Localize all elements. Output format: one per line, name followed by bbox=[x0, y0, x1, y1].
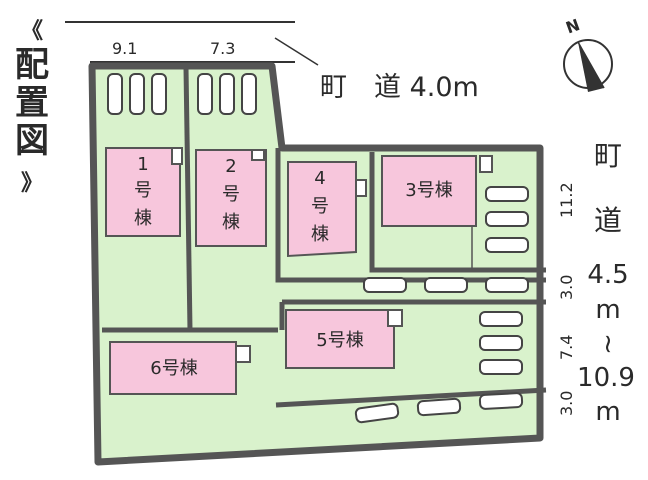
building-1-line1: 1 bbox=[137, 154, 148, 175]
east-dimensions: 11.2 3.0 7.4 3.0 bbox=[557, 182, 576, 416]
east-dim-3: 7.4 bbox=[557, 335, 576, 360]
east-road-char-1: 町 bbox=[594, 139, 622, 172]
building-5-label: 5号棟 bbox=[316, 330, 363, 351]
parking-middle-row bbox=[363, 277, 529, 293]
building-5 bbox=[285, 309, 395, 369]
building-2 bbox=[195, 149, 267, 247]
parking-right-lower bbox=[479, 311, 523, 375]
building-labels: 1 号 棟 2 号 棟 3号棟 4 号 棟 5号棟 6号棟 bbox=[134, 154, 453, 379]
east-road-width-4: 10.9 bbox=[577, 363, 635, 393]
top-dim-1: 9.1 bbox=[112, 39, 137, 58]
parking-top-left bbox=[107, 73, 257, 115]
building-2-line2: 号 bbox=[222, 184, 240, 205]
north-label: N bbox=[563, 15, 582, 37]
building-4-line2: 号 bbox=[311, 196, 329, 217]
building-2-line3: 棟 bbox=[222, 212, 240, 233]
building-1 bbox=[105, 147, 181, 237]
building-4-line3: 棟 bbox=[311, 224, 329, 245]
east-road: 町 道 4.5 m ~ 10.9 m bbox=[577, 139, 635, 427]
north-arrow-icon: N bbox=[563, 15, 613, 92]
buildings bbox=[105, 147, 493, 395]
top-road-label: 町 道 4.0m bbox=[320, 72, 479, 103]
east-road-width-2: m bbox=[595, 295, 620, 325]
top-dim-2: 7.3 bbox=[210, 39, 235, 58]
building-6 bbox=[109, 341, 237, 395]
page-title: 《配置図》 bbox=[15, 18, 49, 196]
building-2-line1: 2 bbox=[225, 156, 236, 177]
building-3-label: 3号棟 bbox=[405, 180, 452, 201]
lot-dividers bbox=[102, 67, 547, 408]
parking-right-upper bbox=[485, 186, 529, 253]
building-1-line2: 号 bbox=[134, 180, 152, 201]
top-road: 9.1 7.3 町 道 4.0m bbox=[65, 21, 479, 103]
east-road-width-3: ~ bbox=[593, 333, 623, 355]
east-dim-4: 3.0 bbox=[557, 391, 576, 416]
title-group: 《配置図》 bbox=[15, 18, 49, 196]
east-dim-1: 11.2 bbox=[557, 182, 576, 218]
east-road-width-5: m bbox=[595, 397, 620, 427]
parking-bottom bbox=[354, 392, 524, 424]
building-4 bbox=[287, 161, 357, 258]
building-3 bbox=[381, 155, 477, 227]
building-6-label: 6号棟 bbox=[150, 358, 197, 379]
building-4-line1: 4 bbox=[314, 168, 325, 189]
east-road-width-1: 4.5 bbox=[587, 260, 628, 290]
east-dim-2: 3.0 bbox=[557, 275, 576, 300]
east-road-char-2: 道 bbox=[594, 204, 622, 237]
building-1-line3: 棟 bbox=[134, 208, 152, 229]
